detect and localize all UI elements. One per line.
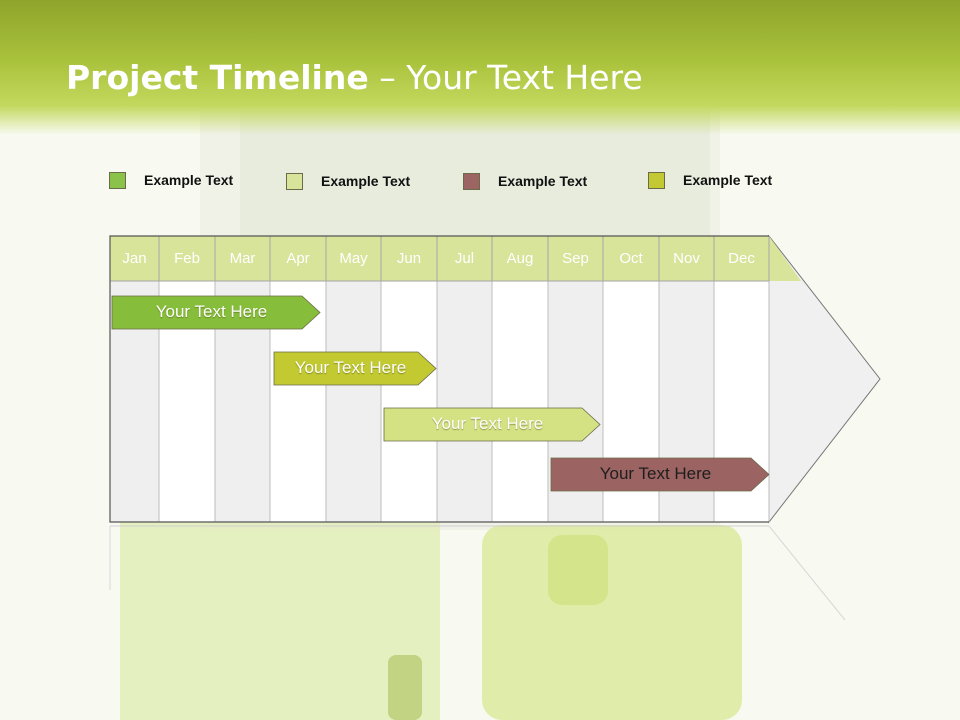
timeline-bar [273, 351, 437, 386]
legend-swatch [463, 172, 480, 190]
timeline-frame [109, 235, 769, 523]
title-rest: – Your Text Here [368, 58, 643, 97]
month-header-cell [380, 235, 438, 282]
month-label: Feb [174, 250, 200, 267]
month-label: May [339, 250, 368, 267]
legend-label: Example Text [498, 173, 588, 189]
month-label: Jul [454, 250, 475, 267]
month-column [325, 280, 382, 523]
legend-item-3: Example Text [463, 170, 587, 192]
month-header-cell [547, 235, 604, 282]
month-header-cell [713, 235, 770, 282]
month-header-cell [491, 235, 549, 282]
month-label: Sep [562, 250, 589, 267]
legend-label: Example Text [144, 172, 234, 188]
timeline-bar [383, 407, 601, 442]
legend-swatch [286, 172, 303, 190]
month-label: Jan [122, 250, 147, 267]
reflection-diagonal [768, 525, 846, 621]
month-label: Aug [506, 250, 534, 267]
month-label: Jun [396, 250, 422, 267]
legend-label: Example Text [683, 172, 773, 188]
month-column [436, 280, 493, 523]
legend-swatch [109, 171, 126, 189]
month-label: Mar [229, 250, 256, 267]
month-label: Nov [673, 250, 700, 267]
month-column [491, 280, 549, 523]
page-title: Project Timeline – Your Text Here [66, 58, 643, 97]
timeline-bar [550, 457, 770, 492]
bar-label: Your Text Here [155, 302, 268, 321]
month-label: Oct [619, 250, 643, 267]
bar-label: Your Text Here [431, 414, 544, 433]
month-header-cell [325, 235, 382, 282]
month-header-cell [269, 235, 327, 282]
arrowhead-header-band [769, 236, 801, 281]
legend-label: Example Text [321, 173, 411, 189]
legend-item-4: Example Text [648, 169, 772, 191]
bar-label: Your Text Here [599, 464, 712, 483]
month-header-cell [602, 235, 660, 282]
legend-item-1: Example Text [109, 169, 233, 191]
month-column [380, 280, 438, 523]
month-header-cell [214, 235, 271, 282]
header-band [0, 0, 960, 135]
month-header-cell [658, 235, 715, 282]
bar-label: Your Text Here [294, 358, 407, 377]
timeline-bar [111, 295, 321, 330]
legend-item-2: Example Text [286, 170, 410, 192]
month-label: Dec [728, 250, 755, 267]
month-label: Apr [286, 250, 310, 267]
legend-swatch [648, 171, 665, 189]
title-bold: Project Timeline [66, 58, 369, 97]
